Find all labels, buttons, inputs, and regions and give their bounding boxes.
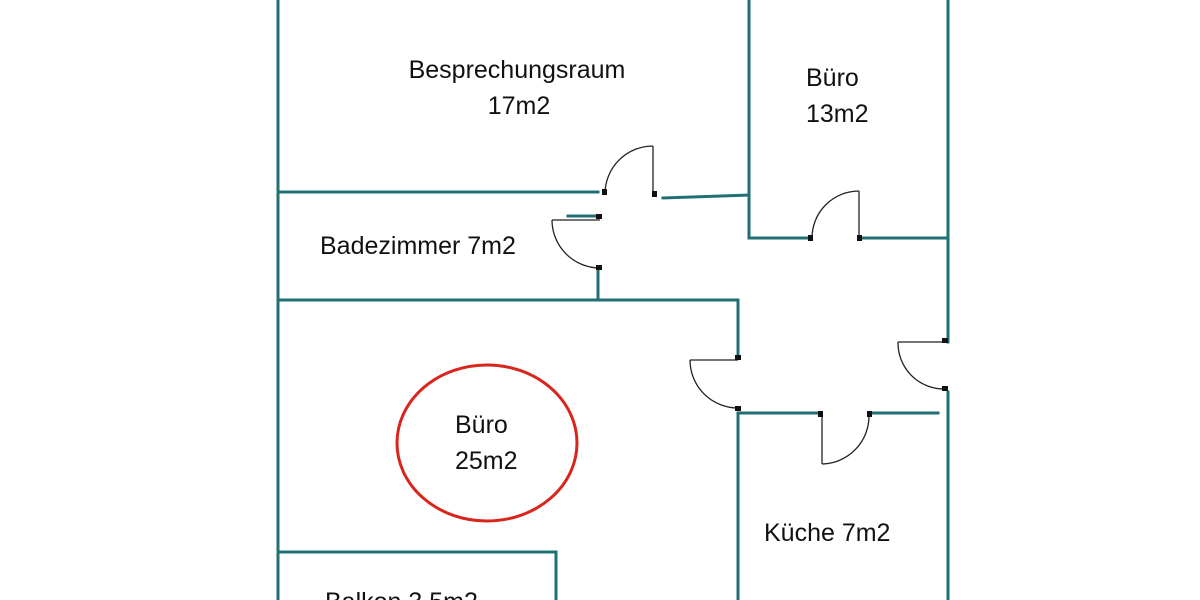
highlight-circle bbox=[395, 363, 579, 523]
room-label-kueche: Küche 7m2 bbox=[764, 519, 890, 547]
walls bbox=[276, 0, 950, 600]
door-kueche bbox=[818, 411, 872, 465]
room-name-buero-large: Büro bbox=[455, 411, 508, 439]
door-buero-large bbox=[689, 355, 741, 411]
room-area-buero-large: 25m2 bbox=[455, 447, 518, 475]
room-name-buero-small: Büro bbox=[806, 64, 859, 92]
room-label-badezimmer: Badezimmer 7m2 bbox=[320, 232, 516, 260]
room-name-besprechungsraum: Besprechungsraum bbox=[409, 56, 626, 84]
door-exterior-right bbox=[897, 338, 948, 391]
room-area-buero-small: 13m2 bbox=[806, 100, 869, 128]
door-buero-small bbox=[808, 190, 862, 241]
room-area-besprechungsraum: 17m2 bbox=[488, 92, 551, 120]
door-besprechungsraum bbox=[602, 145, 657, 197]
wall-segment-center bbox=[661, 193, 751, 200]
door-badezimmer bbox=[551, 214, 602, 270]
room-label-balkon: Balkon 3,5m2 bbox=[325, 588, 478, 600]
